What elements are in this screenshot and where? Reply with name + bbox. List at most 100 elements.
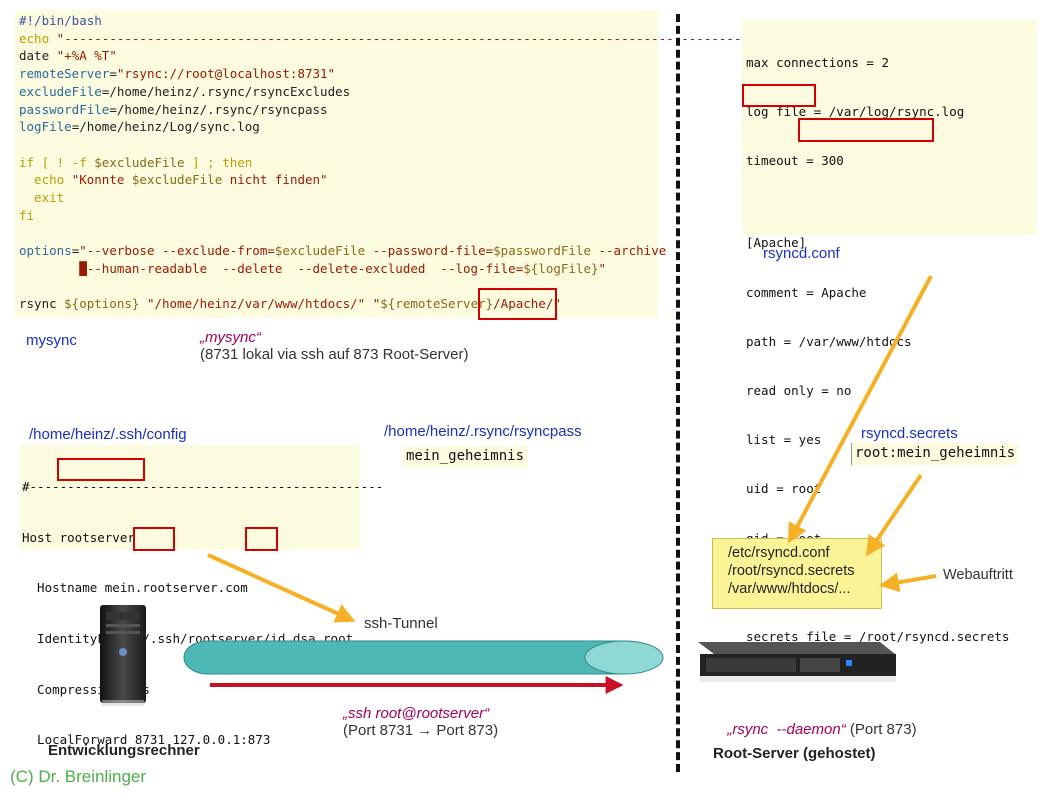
ssh-command-label: „ssh root@rootserver“ xyxy=(343,705,490,722)
rsync-daemon-cmd: „rsync --daemon“ xyxy=(727,721,846,738)
script-token: #!/bin/bash xyxy=(19,13,102,28)
port-8731-highlight xyxy=(133,527,175,551)
conf-line: secrets file = /root/rsyncd.secrets xyxy=(746,629,1010,645)
script-line: options="--verbose --exclude-from=$exclu… xyxy=(19,242,772,260)
script-line: if [ ! -f $excludeFile ] ; then xyxy=(19,154,772,172)
script-token: options xyxy=(19,243,72,259)
rsync-daemon-label: „rsync --daemon“ (Port 873) xyxy=(719,704,917,738)
script-token: passwordFile xyxy=(19,101,110,117)
script-token: ] ; then xyxy=(184,154,253,170)
script-token: "rsync://root@localhost:8731" xyxy=(116,66,336,82)
script-token: remoteServer xyxy=(19,66,110,82)
apache-path-highlight xyxy=(478,288,557,320)
script-token: rsync xyxy=(19,296,65,312)
script-token: "+%A %T" xyxy=(56,48,117,64)
script-token: " xyxy=(365,296,381,312)
script-line: passwordFile=/home/heinz/.rsync/rsyncpas… xyxy=(19,101,772,119)
conf-line: [Apache] xyxy=(746,235,807,251)
conf-line: timeout = 300 xyxy=(746,153,844,169)
server-file-conf: /etc/rsyncd.conf xyxy=(728,545,830,561)
script-token: = xyxy=(71,243,80,259)
ssh-config-line: Hostname mein.rootserver.com xyxy=(22,580,248,596)
ssh-config-line: LocalForward 8731 127.0.0.1:873 xyxy=(22,732,271,748)
server-file-secrets: /root/rsyncd.secrets xyxy=(728,563,855,579)
script-token: █ xyxy=(79,260,87,276)
dev-machine-icon xyxy=(100,605,146,706)
rsyncd-secrets-label: rsyncd.secrets xyxy=(861,425,958,442)
root-server-icon xyxy=(698,642,896,682)
script-token: ${logFile} xyxy=(523,260,599,276)
script-line: date "+%A %T" xyxy=(19,47,772,65)
script-token: --human-readable --delete --delete-exclu… xyxy=(86,260,524,276)
script-token: if [ ! -f xyxy=(19,154,95,170)
arrow-web-to-files xyxy=(879,572,937,593)
script-token: echo xyxy=(19,30,57,46)
script-token: " xyxy=(598,260,607,276)
conf-line: list = yes xyxy=(746,432,822,448)
ssh-config-label: /home/heinz/.ssh/config xyxy=(29,426,187,443)
script-token: ${remoteServer} xyxy=(380,296,494,312)
script-token: =/home/heinz/.rsync/rsyncExcludes xyxy=(101,83,351,99)
script-panel: #!/bin/bash echo "-----------------------… xyxy=(15,10,772,318)
script-line: echo "Konnte $excludeFile nicht finden" xyxy=(19,171,772,189)
rsyncd-conf-label: rsyncd.conf xyxy=(763,245,840,262)
arrow-config-to-tunnel xyxy=(207,553,356,623)
script-token: /Apache/" xyxy=(493,296,561,312)
mysync-quote: „mysync“ xyxy=(200,329,261,346)
script-line: exit xyxy=(19,189,772,207)
script-token: --password-file= xyxy=(365,243,494,259)
script-token: $passwordFile xyxy=(493,243,591,259)
rsyncpass-value: mein_geheimnis xyxy=(403,446,528,468)
mysync-desc: (8731 lokal via ssh auf 873 Root-Server) xyxy=(200,346,469,363)
conf-line: log file = /var/log/rsync.log xyxy=(746,104,965,120)
script-token: "Konnte xyxy=(71,172,132,188)
script-token: =/home/heinz/.rsync/rsyncpass xyxy=(109,101,328,117)
script-line: #!/bin/bash xyxy=(19,12,772,30)
arrow-secrets-to-files xyxy=(865,473,923,557)
ssh-config-line: Host rootserver xyxy=(22,529,135,545)
script-line: remoteServer="rsync://root@localhost:873… xyxy=(19,65,772,83)
script-token: $excludeFile xyxy=(94,154,185,170)
server-file-htdocs: /var/www/htdocs/... xyxy=(728,581,851,597)
server-files-box: /etc/rsyncd.conf /root/rsyncd.secrets /v… xyxy=(712,538,882,609)
script-token: $excludeFile xyxy=(131,172,223,188)
apache-section-highlight xyxy=(742,84,816,107)
script-token: $excludeFile xyxy=(274,243,366,259)
arrow-conf-to-files xyxy=(788,275,933,544)
script-token: echo xyxy=(19,172,72,188)
script-token: "--verbose --exclude-from= xyxy=(79,243,275,259)
dev-machine-label: Entwicklungsrechner xyxy=(48,742,200,759)
htdocs-path-highlight xyxy=(798,118,934,142)
script-code: #!/bin/bash echo "-----------------------… xyxy=(19,12,772,313)
ssh-config-line: #---------------------------------------… xyxy=(22,478,384,494)
script-token: = xyxy=(109,66,117,82)
ssh-tunnel-shape xyxy=(183,640,664,675)
ssh-ports-label: (Port 8731 → Port 873) xyxy=(343,722,499,739)
script-line: echo "----------------------------------… xyxy=(19,30,772,48)
script-token: fi xyxy=(19,207,35,223)
script-line: █--human-readable --delete --delete-excl… xyxy=(19,260,772,278)
conf-line: comment = Apache xyxy=(746,284,867,300)
copyright-label: (C) Dr. Breinlinger xyxy=(10,767,147,786)
script-token: "/home/heinz/var/www/htdocs/" xyxy=(146,296,366,312)
script-line: excludeFile=/home/heinz/.rsync/rsyncExcl… xyxy=(19,83,772,101)
script-token: =/home/heinz/Log/sync.log xyxy=(71,119,260,135)
webauftritt-label: Webauftritt xyxy=(943,567,1013,583)
rsyncpass-path-label: /home/heinz/.rsync/rsyncpass xyxy=(384,423,582,440)
script-token: excludeFile xyxy=(19,83,102,99)
script-token: date xyxy=(19,48,57,64)
ssh-tunnel-label: ssh-Tunnel xyxy=(364,615,438,632)
script-token: nicht finden" xyxy=(222,172,328,188)
mysync-label: mysync xyxy=(26,332,77,349)
script-token: exit xyxy=(19,190,65,206)
ssh-config-panel: #---------------------------------------… xyxy=(20,445,383,747)
conf-line: max connections = 2 xyxy=(746,54,889,70)
divider-line xyxy=(676,14,680,772)
conf-line: read only = no xyxy=(746,382,852,398)
rsync-daemon-port: (Port 873) xyxy=(845,721,917,738)
rsyncd-conf-panel: max connections = 2 log file = /var/log/… xyxy=(742,20,1037,644)
rootserver-host-highlight xyxy=(57,458,145,481)
script-token: ${options} xyxy=(64,296,140,312)
conf-line: path = /var/www/htdocs xyxy=(746,333,912,349)
